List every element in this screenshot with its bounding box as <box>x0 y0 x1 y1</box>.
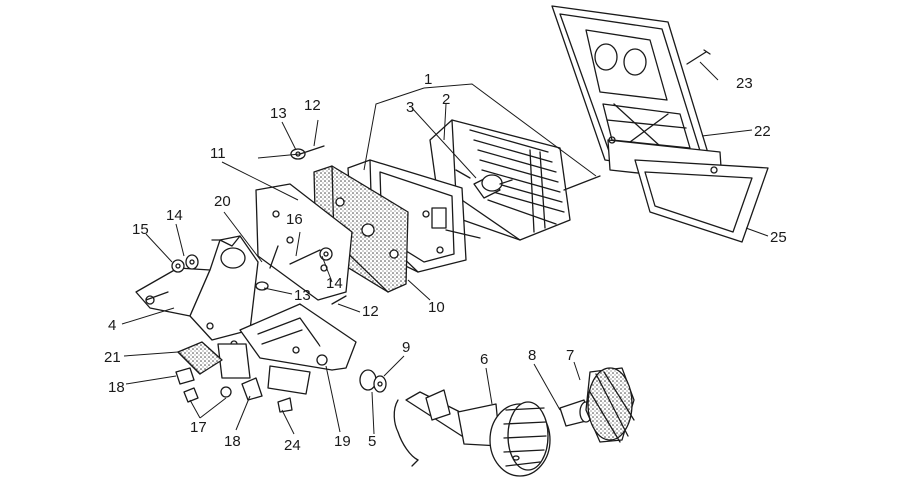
callout-2: 2 <box>442 91 450 108</box>
callout-12b: 12 <box>362 303 379 320</box>
part-clip-18 <box>175 367 263 401</box>
callout-9: 9 <box>402 339 410 356</box>
callout-12a: 12 <box>304 97 321 114</box>
callout-13a: 13 <box>270 105 287 122</box>
part-main-bracket <box>135 235 357 395</box>
callout-18b: 18 <box>224 433 241 450</box>
part-nuts-washers <box>171 148 333 413</box>
callout-5: 5 <box>368 433 376 450</box>
part-turn-signal-lens <box>559 367 635 443</box>
callout-17: 17 <box>190 419 207 436</box>
callout-19: 19 <box>334 433 351 450</box>
part-bulb <box>455 169 513 199</box>
leader-lines <box>121 61 769 435</box>
callout-4: 4 <box>108 317 116 334</box>
callout-25: 25 <box>770 229 787 246</box>
callout-24: 24 <box>284 437 301 454</box>
callout-6: 6 <box>480 351 488 368</box>
callout-21: 21 <box>104 349 121 366</box>
callout-1: 1 <box>424 71 432 88</box>
part-screw-23 <box>686 49 711 65</box>
callout-15: 15 <box>132 221 149 238</box>
part-reflector <box>177 341 223 375</box>
callout-20: 20 <box>214 193 231 210</box>
callout-11: 11 <box>210 145 226 162</box>
callout-23: 23 <box>736 75 753 92</box>
part-screws <box>269 145 601 305</box>
part-turn-signal <box>393 389 551 477</box>
callout-22: 22 <box>754 123 771 140</box>
callout-18a: 18 <box>108 379 125 396</box>
part-grommet <box>359 369 387 393</box>
callout-3: 3 <box>406 99 414 116</box>
callout-8: 8 <box>528 347 536 364</box>
callout-13b: 13 <box>294 287 311 304</box>
part-license-plate-holder <box>551 5 769 243</box>
callout-7: 7 <box>566 347 574 364</box>
callout-14a: 14 <box>166 207 183 224</box>
callout-16: 16 <box>286 211 303 228</box>
callout-numbers: 1 2 3 4 5 6 7 8 9 10 11 12 12 13 13 14 1… <box>104 71 787 454</box>
callout-14b: 14 <box>326 275 343 292</box>
callout-10: 10 <box>428 299 445 316</box>
